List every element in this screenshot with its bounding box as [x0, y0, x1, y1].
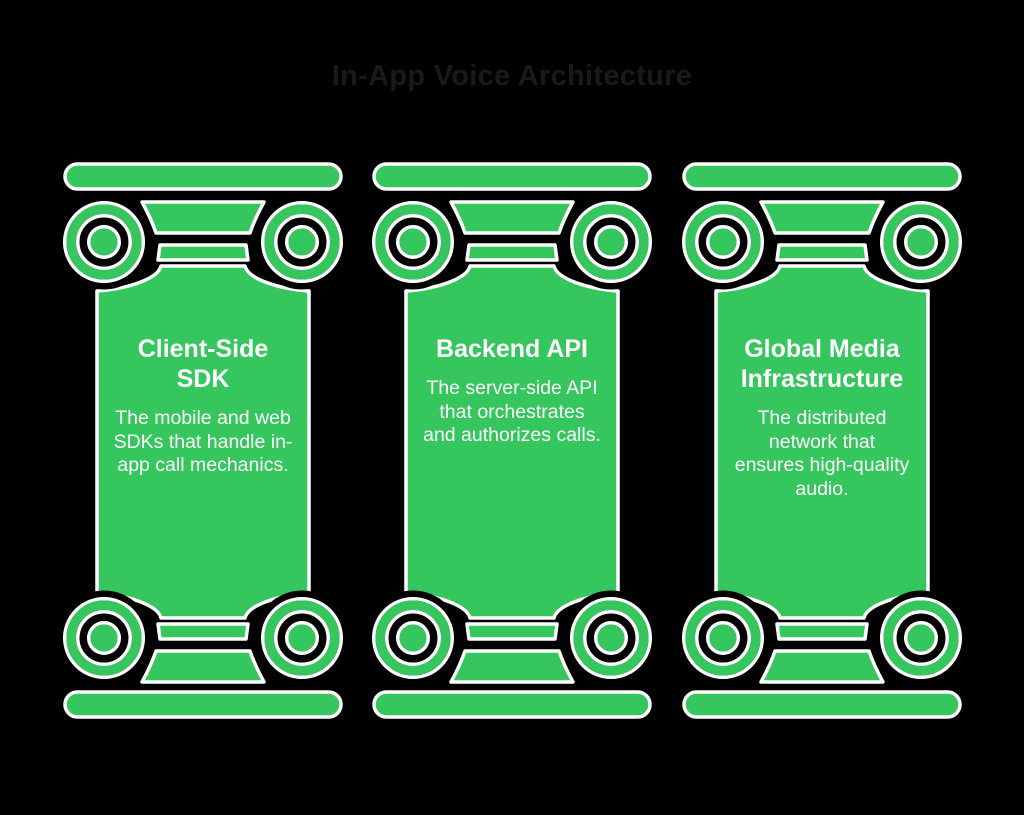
pillar-global-media-infrastructure: Global Media Infrastructure The distribu…	[682, 162, 962, 722]
page-title: In-App Voice Architecture	[331, 60, 693, 92]
pillar-description: The mobile and web SDKs that handle in- …	[113, 407, 293, 476]
pillar-heading: Backend API	[436, 335, 588, 363]
pillar-client-side-sdk: Client-Side SDK The mobile and web SDKs …	[63, 162, 343, 722]
pillar-description: The server-side API that orchestrates an…	[423, 377, 601, 446]
pillar-heading: Global Media Infrastructure	[740, 335, 904, 393]
pillar-backend-api: Backend API The server-side API that orc…	[372, 162, 652, 722]
pillar-text-block: Backend API The server-side API that orc…	[409, 334, 615, 448]
pillar-heading: Client-Side SDK	[137, 335, 269, 393]
pillar-text-block: Client-Side SDK The mobile and web SDKs …	[100, 334, 306, 478]
pillar-description: The distributed network that ensures hig…	[734, 407, 910, 500]
pillar-text-block: Global Media Infrastructure The distribu…	[719, 334, 925, 501]
